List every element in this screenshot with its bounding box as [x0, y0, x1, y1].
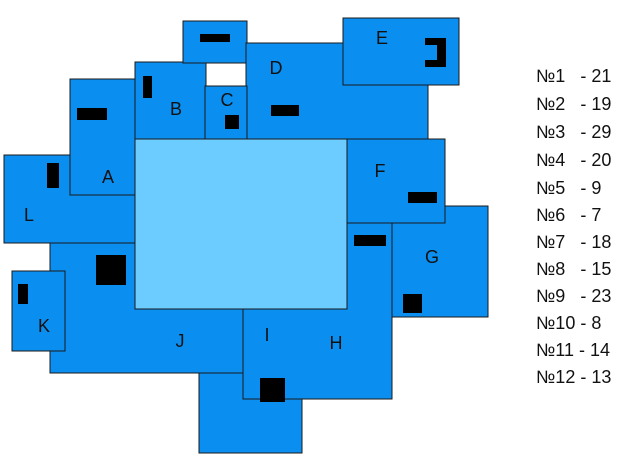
room-f [346, 138, 446, 224]
marker-b-top [200, 34, 230, 42]
marker-l [47, 163, 59, 188]
marker-j [96, 255, 126, 285]
room-c [204, 85, 248, 140]
list-item-1: №1 - 21 [536, 66, 612, 86]
list-item-12: №12 - 13 [536, 367, 612, 387]
marker-a [77, 108, 107, 120]
marker-d [271, 105, 299, 116]
room-k [11, 270, 66, 352]
marker-g [403, 294, 422, 313]
room-a [69, 78, 137, 196]
room-label-l: L [24, 205, 34, 225]
list-item-3: №3 - 29 [536, 122, 612, 142]
room-label-d: D [270, 58, 283, 78]
list-item-10: №10 - 8 [536, 313, 602, 333]
list-item-8: №8 - 15 [536, 259, 612, 279]
list-item-4: №4 - 20 [536, 150, 612, 170]
list-item-6: №6 - 7 [536, 205, 602, 225]
room-label-h: H [330, 333, 343, 353]
room-label-f: F [375, 161, 386, 181]
room-label-k: K [38, 316, 50, 336]
room-b [134, 61, 207, 140]
room-label-a: A [102, 167, 114, 187]
list-item-11: №11 - 14 [536, 340, 611, 360]
marker-b [143, 76, 152, 98]
room-label-g: G [425, 247, 439, 267]
marker-k [18, 284, 28, 304]
room-label-c: C [221, 90, 234, 110]
room-label-i: I [264, 325, 269, 345]
room-label-j: J [176, 331, 185, 351]
list-item-9: №9 - 23 [536, 286, 612, 306]
central-courtyard [134, 138, 348, 310]
marker-e-bracket [425, 38, 446, 67]
marker-i [260, 378, 285, 402]
marker-c [225, 115, 239, 129]
list-item-7: №7 - 18 [536, 232, 612, 252]
marker-h [354, 235, 386, 246]
room-label-b: B [170, 99, 182, 119]
list-item-2: №2 - 19 [536, 94, 612, 114]
marker-f [408, 192, 437, 203]
room-label-e: E [376, 28, 388, 48]
list-item-5: №5 - 9 [536, 178, 602, 198]
